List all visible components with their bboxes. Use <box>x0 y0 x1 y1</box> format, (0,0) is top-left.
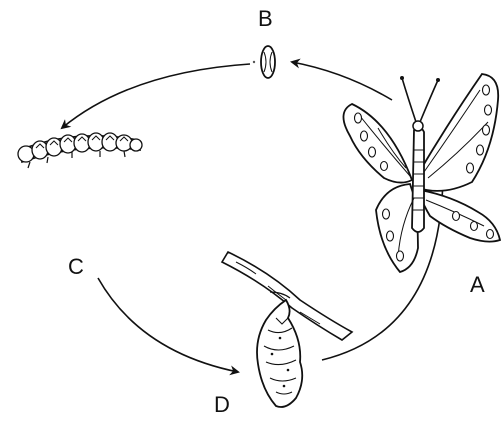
arrow-a-to-b <box>292 62 392 100</box>
chrysalis-illustration <box>222 252 352 407</box>
label-d: D <box>214 394 230 416</box>
label-b: B <box>258 8 273 30</box>
caterpillar-illustration <box>18 133 142 168</box>
label-a: A <box>470 274 485 296</box>
egg-illustration <box>253 46 275 78</box>
arrow-b-to-c <box>62 64 250 128</box>
butterfly-illustration <box>343 74 500 272</box>
arrow-c-to-d <box>98 278 238 372</box>
label-c: C <box>68 256 84 278</box>
